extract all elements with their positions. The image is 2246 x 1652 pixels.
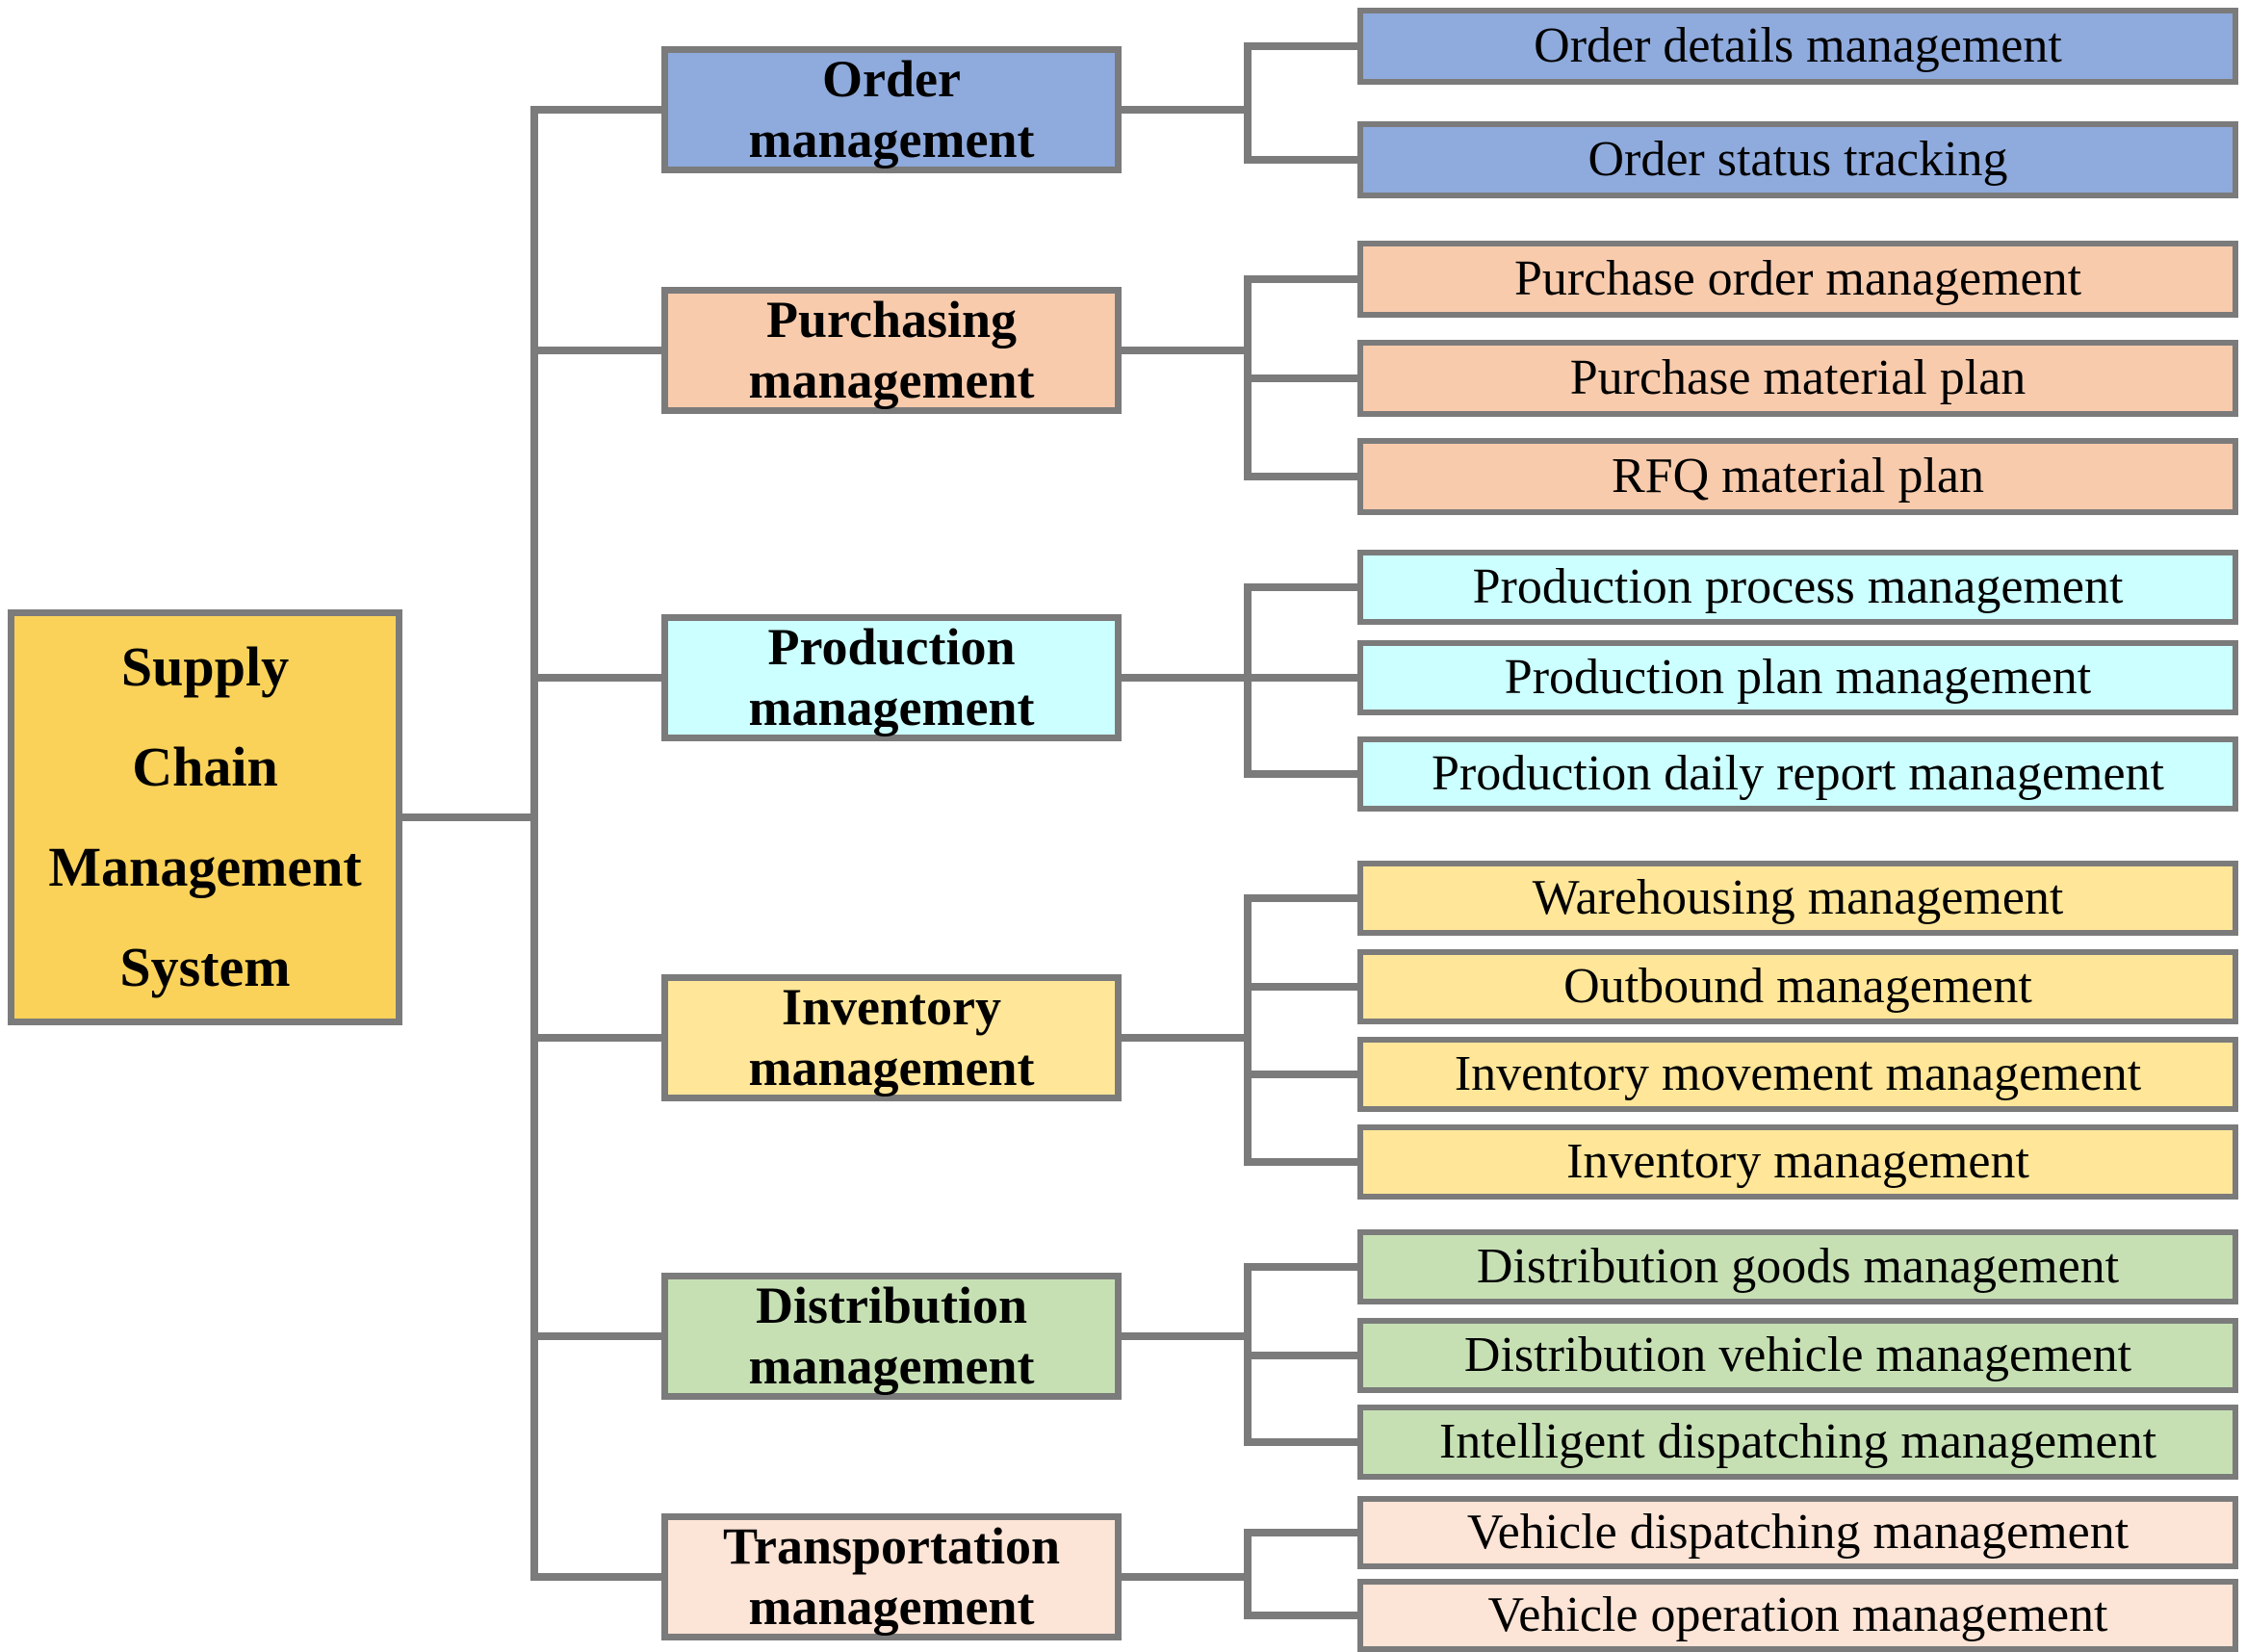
branch-line-inventory bbox=[534, 1034, 661, 1042]
bracket-feed-line-order bbox=[1117, 106, 1252, 114]
leaf-stub-line bbox=[1246, 156, 1357, 164]
branch-line-transportation bbox=[534, 1573, 661, 1581]
leaf-node-rfq-material-plan: RFQ material plan bbox=[1357, 438, 2238, 515]
leaf-node-warehousing-management: Warehousing management bbox=[1357, 861, 2238, 936]
leaf-node-distribution-vehicle-management: Distribution vehicle management bbox=[1357, 1318, 2238, 1393]
leaf-stub-line bbox=[1246, 983, 1357, 991]
bracket-feed-line-production bbox=[1117, 674, 1252, 682]
leaf-stub-line bbox=[1246, 374, 1357, 382]
bracket-feed-line-purchasing bbox=[1117, 347, 1252, 354]
bracket-line-order bbox=[1244, 42, 1252, 164]
branch-label-line: Distribution bbox=[755, 1277, 1028, 1334]
branch-label-line: management bbox=[748, 351, 1035, 409]
leaf-stub-line bbox=[1246, 473, 1357, 480]
leaf-node-order-status-tracking: Order status tracking bbox=[1357, 121, 2238, 198]
leaf-stub-line bbox=[1246, 583, 1357, 591]
leaf-node-inventory-management: Inventory management bbox=[1357, 1124, 2238, 1200]
branch-node-order-management: Order management bbox=[661, 46, 1122, 173]
leaf-stub-line bbox=[1246, 674, 1357, 682]
branch-node-transportation-management: Transportation management bbox=[661, 1513, 1122, 1640]
leaf-stub-line bbox=[1246, 1612, 1357, 1619]
leaf-node-purchase-material-plan: Purchase material plan bbox=[1357, 340, 2238, 417]
leaf-stub-line bbox=[1246, 770, 1357, 778]
trunk-line bbox=[530, 106, 538, 1581]
root-node-supply-chain-management-system: Supply Chain Management System bbox=[8, 609, 402, 1025]
leaf-node-purchase-order-management: Purchase order management bbox=[1357, 241, 2238, 318]
root-trunk-line bbox=[399, 813, 534, 821]
leaf-stub-line bbox=[1246, 1071, 1357, 1078]
root-label-line: Chain bbox=[132, 736, 278, 798]
leaf-stub-line bbox=[1246, 1263, 1357, 1271]
leaf-node-production-daily-report-management: Production daily report management bbox=[1357, 736, 2238, 812]
branch-label-line: management bbox=[748, 111, 1035, 168]
bracket-line-inventory bbox=[1244, 894, 1252, 1166]
branch-node-production-management: Production management bbox=[661, 614, 1122, 741]
branch-label-line: Purchasing bbox=[765, 291, 1018, 348]
leaf-node-production-process-management: Production process management bbox=[1357, 550, 2238, 625]
branch-label-line: management bbox=[748, 679, 1035, 736]
branch-label-line: Transportation bbox=[722, 1517, 1061, 1575]
leaf-stub-line bbox=[1246, 42, 1357, 50]
leaf-node-outbound-management: Outbound management bbox=[1357, 949, 2238, 1024]
leaf-stub-line bbox=[1246, 275, 1357, 283]
leaf-node-vehicle-operation-management: Vehicle operation management bbox=[1357, 1579, 2238, 1652]
branch-node-purchasing-management: Purchasing management bbox=[661, 287, 1122, 414]
branch-node-inventory-management: Inventory management bbox=[661, 974, 1122, 1101]
branch-label-line: management bbox=[748, 1337, 1035, 1395]
branch-label-line: management bbox=[748, 1039, 1035, 1097]
root-label-line: Management bbox=[48, 836, 362, 898]
leaf-stub-line bbox=[1246, 1529, 1357, 1536]
bracket-feed-line-transportation bbox=[1117, 1573, 1252, 1581]
branch-line-purchasing bbox=[534, 347, 661, 354]
branch-line-distribution bbox=[534, 1332, 661, 1340]
leaf-node-intelligent-dispatching-management: Intelligent dispatching management bbox=[1357, 1405, 2238, 1480]
root-label-line: System bbox=[119, 936, 291, 998]
leaf-stub-line bbox=[1246, 1158, 1357, 1166]
leaf-node-inventory-movement-management: Inventory movement management bbox=[1357, 1037, 2238, 1112]
bracket-line-transportation bbox=[1244, 1529, 1252, 1619]
branch-label-line: management bbox=[748, 1578, 1035, 1636]
leaf-stub-line bbox=[1246, 1438, 1357, 1446]
branch-node-distribution-management: Distribution management bbox=[661, 1273, 1122, 1400]
leaf-stub-line bbox=[1246, 894, 1357, 902]
branch-line-order bbox=[534, 106, 661, 114]
branch-label-line: Production bbox=[767, 618, 1016, 676]
leaf-node-distribution-goods-management: Distribution goods management bbox=[1357, 1229, 2238, 1304]
bracket-feed-line-inventory bbox=[1117, 1034, 1252, 1042]
leaf-node-vehicle-dispatching-management: Vehicle dispatching management bbox=[1357, 1496, 2238, 1569]
bracket-feed-line-distribution bbox=[1117, 1332, 1252, 1340]
leaf-stub-line bbox=[1246, 1352, 1357, 1359]
branch-line-production bbox=[534, 674, 661, 682]
branch-label-line: Order bbox=[822, 50, 961, 108]
leaf-node-order-details-management: Order details management bbox=[1357, 8, 2238, 85]
leaf-node-production-plan-management: Production plan management bbox=[1357, 640, 2238, 715]
branch-label-line: Inventory bbox=[782, 978, 1001, 1036]
root-label-line: Supply bbox=[120, 635, 290, 698]
